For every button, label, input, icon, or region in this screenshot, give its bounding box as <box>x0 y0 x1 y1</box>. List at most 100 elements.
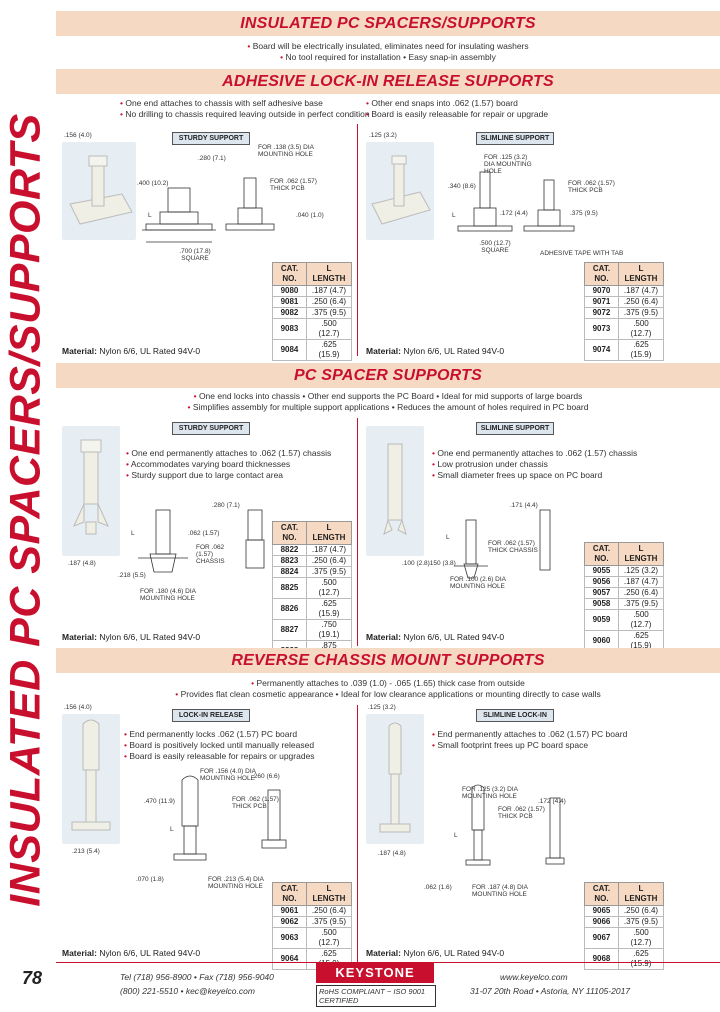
length: .250 (6.4) <box>305 555 353 567</box>
material-note: Material: Nylon 6/6, UL Rated 94V-0 <box>366 632 504 642</box>
bullet: One end attaches to chassis with self ad… <box>120 98 370 109</box>
cat-no: 9080 <box>272 285 307 297</box>
table-row: 9066.375 (9.5) <box>584 916 665 928</box>
footer-website[interactable]: www.keyelco.com <box>500 972 568 982</box>
table-row: 9062.375 (9.5) <box>272 916 353 928</box>
bullet: Sturdy support due to large contact area <box>126 470 331 481</box>
table-header: L LENGTH <box>305 882 353 906</box>
material-label: Material: <box>62 948 97 958</box>
cat-no: 9061 <box>272 905 307 917</box>
dim-label: FOR .125 (3.2) DIA MOUNTING HOLE <box>484 154 532 175</box>
technical-drawing <box>454 509 551 579</box>
length: .625 (15.9) <box>305 339 353 361</box>
product-photo <box>366 714 424 844</box>
table-row: 8827.750 (19.1) <box>272 619 353 641</box>
cat-no: 8822 <box>272 544 307 556</box>
adhesive-bullets-left: One end attaches to chassis with self ad… <box>120 98 370 120</box>
footer-divider <box>56 962 720 963</box>
table-row: 9083.500 (12.7) <box>272 318 353 340</box>
product-photo <box>366 426 424 556</box>
column-divider <box>357 705 358 963</box>
dim-label: FOR .156 (4.0) DIA MOUNTING HOLE <box>200 768 256 782</box>
product-photo <box>366 142 434 240</box>
table-row: 8823.250 (6.4) <box>272 555 353 567</box>
length: .187 (4.7) <box>617 576 665 588</box>
cat-no: 9067 <box>584 927 619 949</box>
cat-no: 9062 <box>272 916 307 928</box>
table-row: 9056.187 (4.7) <box>584 576 665 588</box>
cat-no: 9059 <box>584 609 619 631</box>
dim-label: .280 (7.1) <box>212 502 240 509</box>
material-label: Material: <box>366 632 401 642</box>
dim-label: .700 (17.8) SQUARE <box>179 248 211 262</box>
table-row: 9061.250 (6.4) <box>272 905 353 917</box>
table-header: L LENGTH <box>617 882 665 906</box>
bullet: Simplifies assembly for multiple support… <box>56 402 720 413</box>
spec-table: CAT. NO. L LENGTH 9061.250 (6.4) 9062.37… <box>272 882 353 970</box>
table-header: L LENGTH <box>617 262 665 286</box>
material-note: Material: Nylon 6/6, UL Rated 94V-0 <box>62 346 200 356</box>
cat-no: 8825 <box>272 577 307 599</box>
length: .500 (12.7) <box>617 318 665 340</box>
intro-bullet: Board will be electrically insulated, el… <box>56 41 720 52</box>
photo-dim: .187 (4.8) <box>378 850 406 857</box>
length: .250 (6.4) <box>617 905 665 917</box>
dim-label: .500 (12.7) SQUARE <box>479 240 511 254</box>
length: .375 (9.5) <box>305 566 353 578</box>
pcspacer-bullets: One end locks into chassis • Other end s… <box>56 391 720 413</box>
technical-drawing <box>142 177 275 243</box>
reverse-left-bullets: End permanently locks .062 (1.57) PC boa… <box>124 729 314 762</box>
dim-label: L <box>131 530 135 537</box>
photo-dim: .156 (4.0) <box>64 132 92 139</box>
table-row: 9070.187 (4.7) <box>584 285 665 297</box>
length: .500 (12.7) <box>305 927 353 949</box>
pcspacer-band <box>56 363 720 388</box>
cat-no: 8824 <box>272 566 307 578</box>
table-row: 9055.125 (3.2) <box>584 565 665 577</box>
length: .250 (6.4) <box>305 296 353 308</box>
cat-no: 9063 <box>272 927 307 949</box>
technical-drawing <box>138 509 265 573</box>
table-row: 9060.625 (15.9) <box>584 630 665 652</box>
table-header: CAT. NO. <box>584 262 619 286</box>
bullet: Small footprint frees up PC board space <box>432 740 627 751</box>
dim-label: .470 (11.9) <box>144 798 175 805</box>
footer-email[interactable]: (800) 221-5510 • kec@keyelco.com <box>120 986 255 996</box>
reverse-right-bullets: End permanently attaches to .062 (1.57) … <box>432 729 627 751</box>
dim-label: FOR .100 (2.6) DIA MOUNTING HOLE <box>450 576 506 590</box>
table-row: 9081.250 (6.4) <box>272 296 353 308</box>
spec-table: CAT. NO. L LENGTH 9055.125 (3.2) 9056.18… <box>584 542 665 652</box>
sidebar: INSULATED PC SPACERS/SUPPORTS <box>0 0 52 1012</box>
sidebar-title: INSULATED PC SPACERS/SUPPORTS <box>1 113 50 907</box>
rohs-badge: RoHS COMPLIANT ~ ISO 9001 CERTIFIED <box>316 985 436 1007</box>
table-header: L LENGTH <box>617 542 665 566</box>
table-row: 9065.250 (6.4) <box>584 905 665 917</box>
length: .500 (12.7) <box>617 927 665 949</box>
cat-no: 9072 <box>584 307 619 319</box>
cat-no: 9074 <box>584 339 619 361</box>
dim-label: FOR .138 (3.5) DIA MOUNTING HOLE <box>258 144 314 158</box>
spec-table: CAT. NO. L LENGTH 9080.187 (4.7) 9081.25… <box>272 262 353 361</box>
table-row: 9071.250 (6.4) <box>584 296 665 308</box>
table-header: L LENGTH <box>305 262 353 286</box>
dim-label: .260 (6.6) <box>252 773 280 780</box>
table-header: L LENGTH <box>305 521 353 545</box>
table-row: 8824.375 (9.5) <box>272 566 353 578</box>
dim-label: .172 (4.4) <box>538 798 566 805</box>
table-header: CAT. NO. <box>272 521 307 545</box>
length: .500 (12.7) <box>305 318 353 340</box>
table-row: 8825.500 (12.7) <box>272 577 353 599</box>
dim-label: FOR .062 (1.57) THICK PCB <box>270 178 317 192</box>
pcspacer-right-bullets: One end permanently attaches to .062 (1.… <box>432 448 637 481</box>
cat-no: 9081 <box>272 296 307 308</box>
cat-no: 9082 <box>272 307 307 319</box>
technical-drawing <box>173 775 287 861</box>
dim-label: .062 (1.6) <box>424 884 452 891</box>
slimline-support-tag: SLIMLINE SUPPORT <box>476 132 554 145</box>
dim-label: .171 (4.4) <box>510 502 538 509</box>
length: .250 (6.4) <box>305 905 353 917</box>
length: .187 (4.7) <box>305 544 353 556</box>
dim-label: .218 (5.5) <box>118 572 146 579</box>
reverse-bullets: Permanently attaches to .039 (1.0) - .06… <box>56 678 720 700</box>
dim-label: FOR .187 (4.8) DIA MOUNTING HOLE <box>472 884 528 898</box>
